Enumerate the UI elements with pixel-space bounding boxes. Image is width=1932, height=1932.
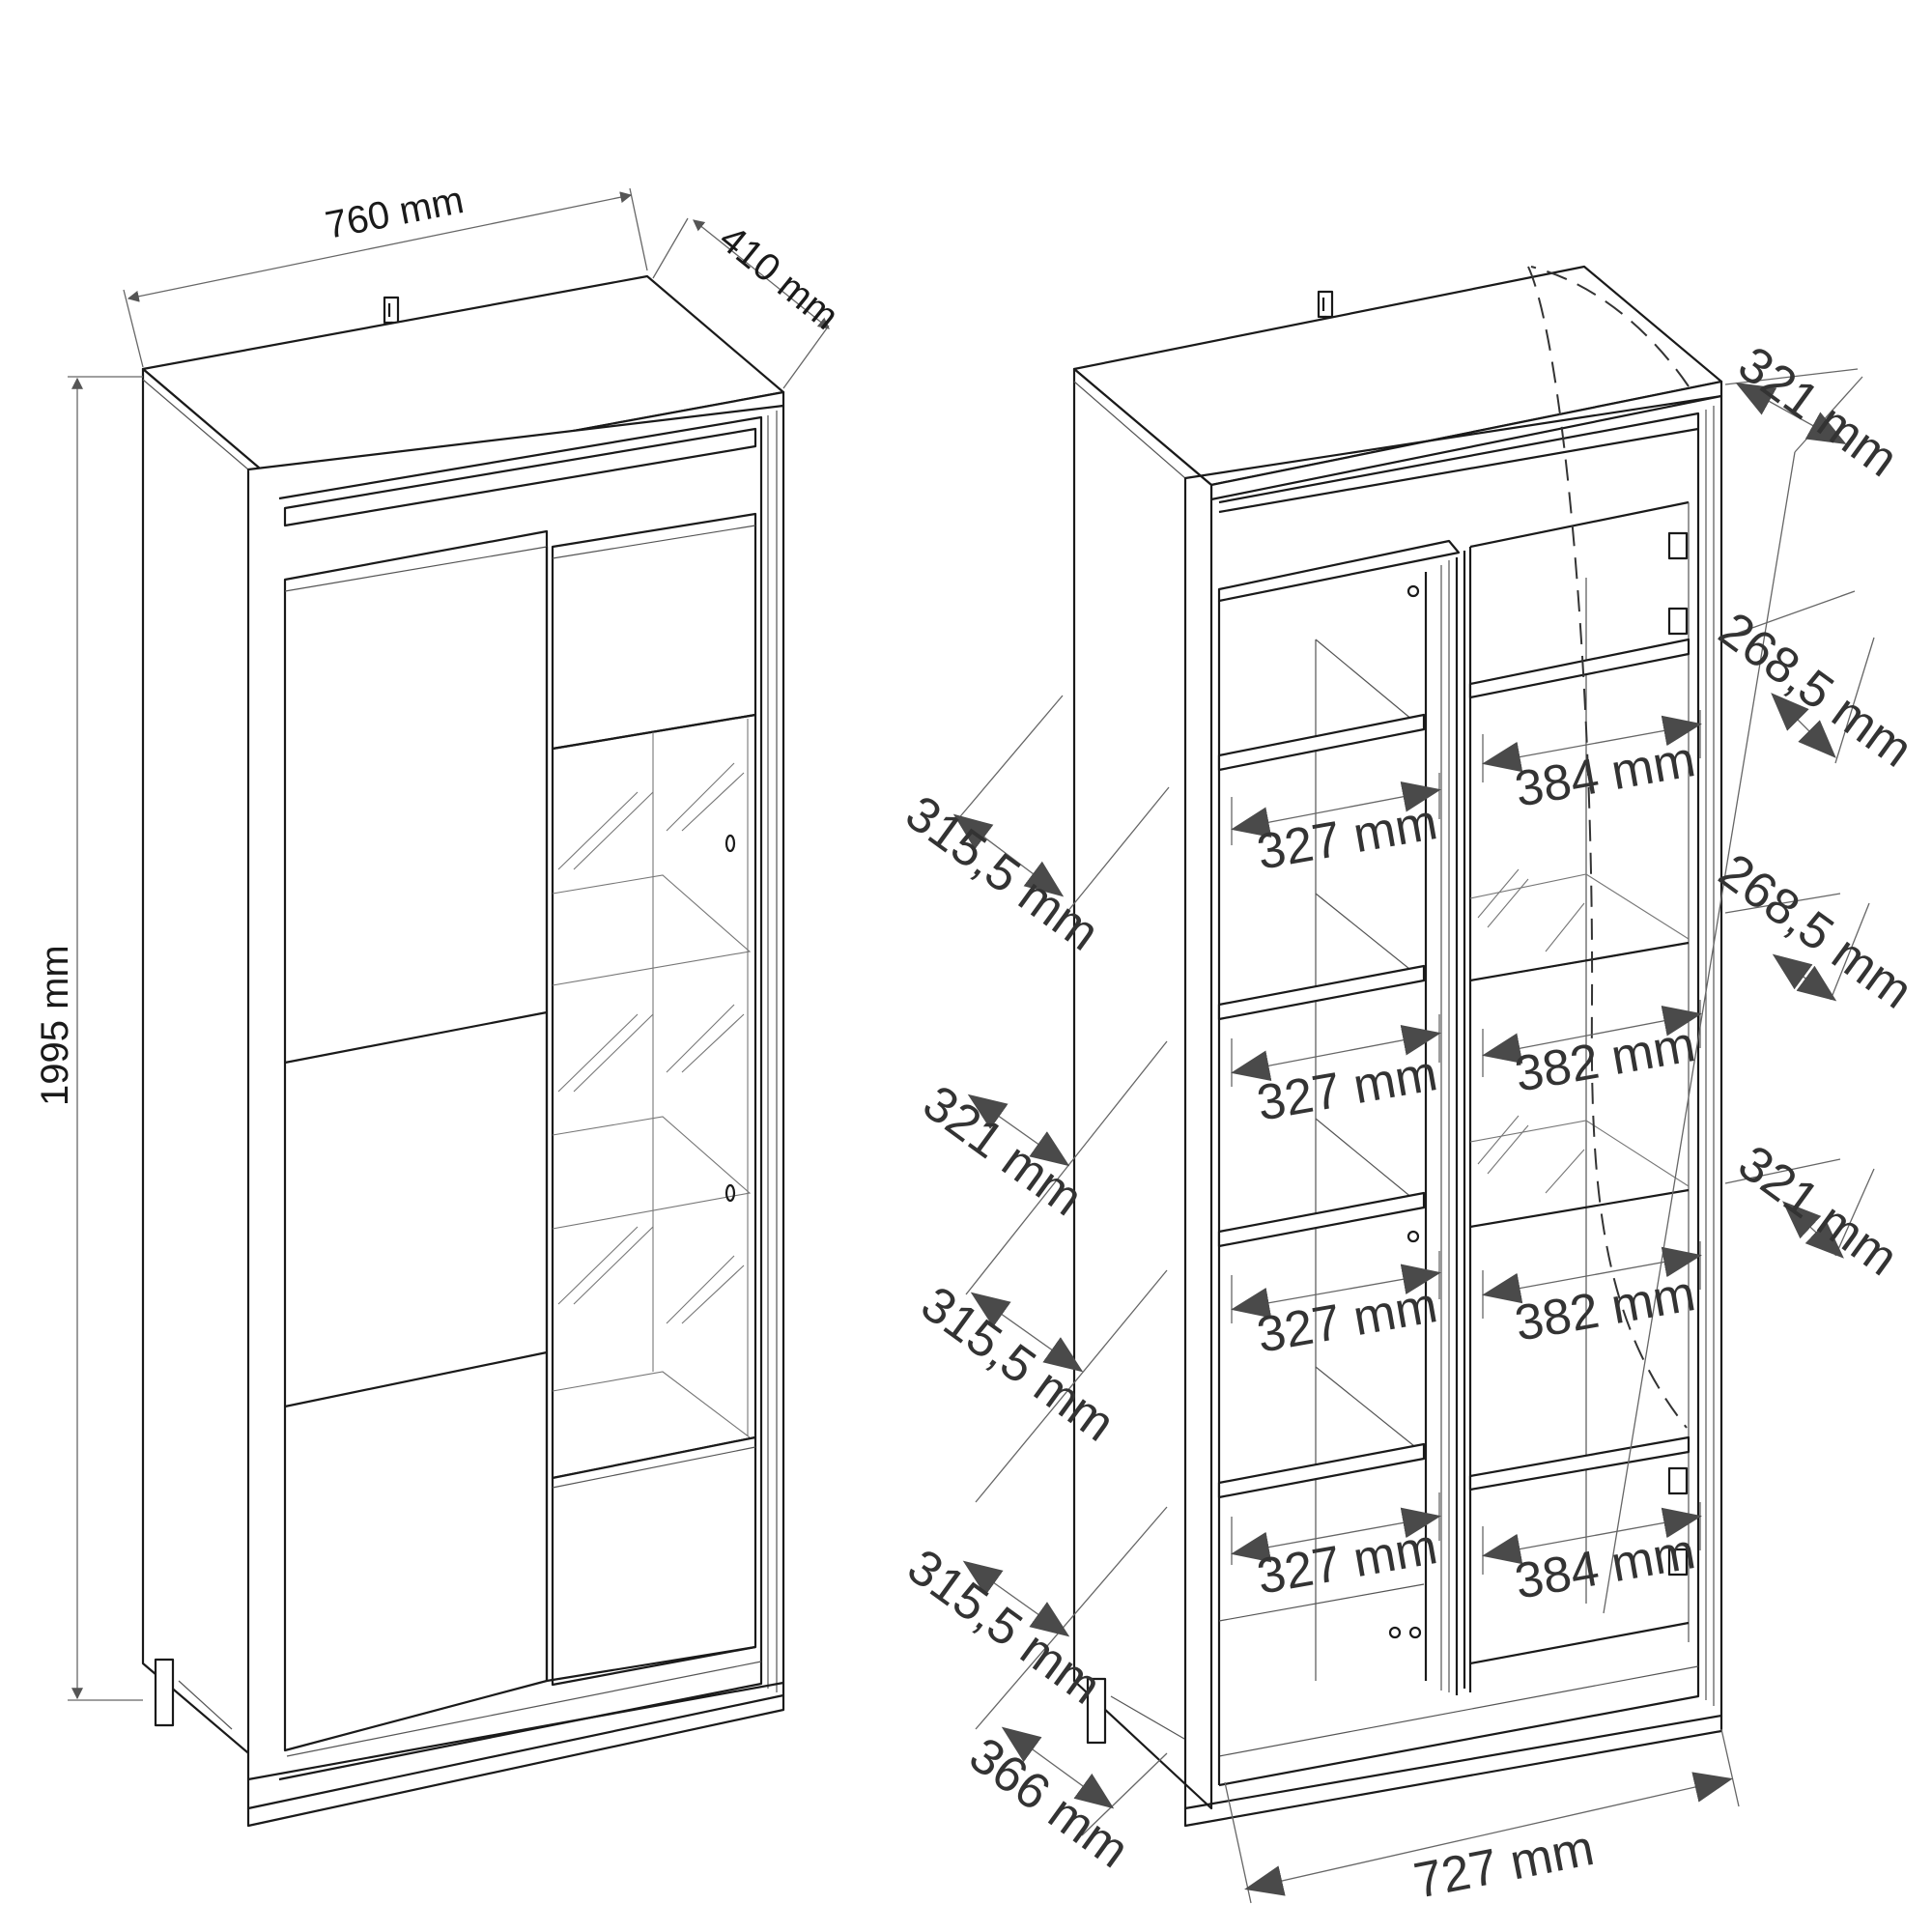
right-shelf-label-3: 382 mm xyxy=(1511,1265,1699,1352)
side-panel xyxy=(1072,367,1213,1810)
right-cabinet-view xyxy=(1072,265,1723,1828)
right-column-dimensions: 321 mm 268,5 mm 268,5 mm 321 mm xyxy=(1603,336,1922,1614)
left-dim-label-2: 321 mm xyxy=(913,1075,1093,1227)
right-shelf-label-1: 384 mm xyxy=(1511,731,1699,818)
left-shelf-label-3: 327 mm xyxy=(1253,1277,1441,1364)
door-swing-arc xyxy=(1527,266,1688,1429)
upper-drawer-panel xyxy=(551,512,757,751)
right-shelf-label-2: 382 mm xyxy=(1511,1016,1699,1103)
depth-label: 410 mm xyxy=(711,217,846,338)
right-dim-label-4: 321 mm xyxy=(1728,1135,1908,1287)
right-dim-label-3: 268,5 mm xyxy=(1709,843,1922,1020)
right-shelves xyxy=(1468,638,1690,1665)
leg xyxy=(154,1658,175,1727)
depth-dim-line xyxy=(693,219,830,329)
left-shelf-label-2: 327 mm xyxy=(1253,1045,1441,1132)
left-shelf-label-4: 327 mm xyxy=(1253,1519,1441,1605)
inner-width-label: 727 mm xyxy=(1409,1820,1598,1910)
right-shelf-label-4: 384 mm xyxy=(1511,1523,1699,1610)
left-cabinet-view xyxy=(141,274,785,1828)
left-shelves xyxy=(1217,713,1426,1622)
width-dim-line xyxy=(127,191,633,302)
lower-drawer-panel xyxy=(551,1435,757,1687)
left-dim-label-5: 366 mm xyxy=(959,1727,1139,1879)
right-dim-label-1: 321 mm xyxy=(1728,336,1908,488)
right-dim-label-2: 268,5 mm xyxy=(1709,602,1922,779)
left-door xyxy=(283,529,549,1752)
height-label: 1995 mm xyxy=(34,945,76,1106)
width-label: 760 mm xyxy=(322,179,467,247)
